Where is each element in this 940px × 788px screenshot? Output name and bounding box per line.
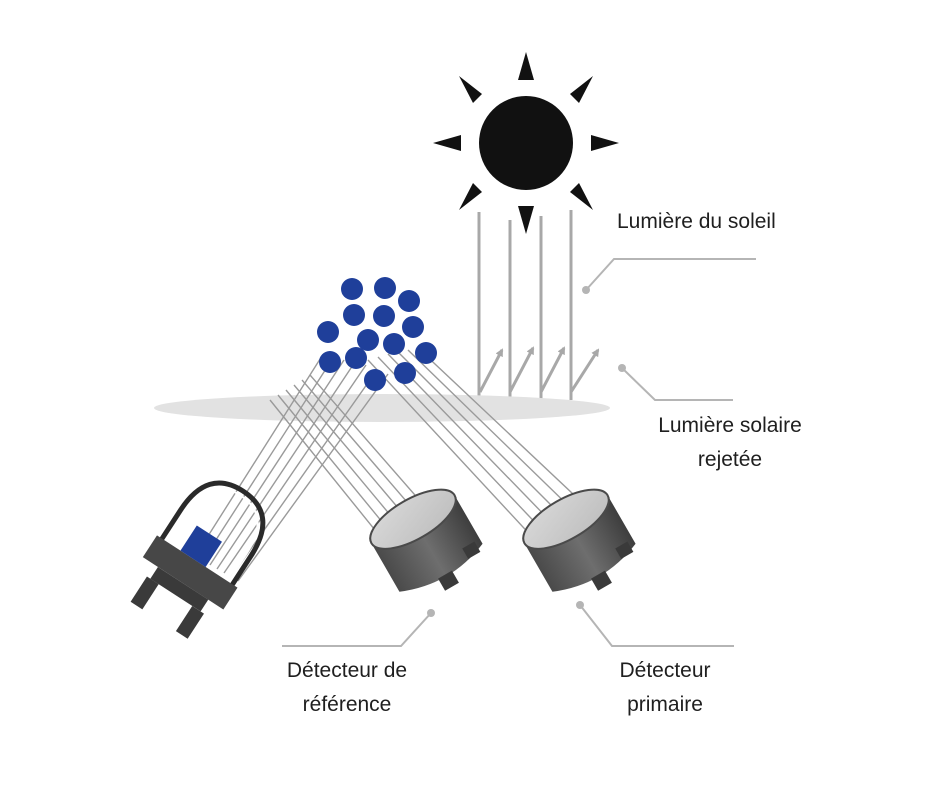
label-sunlight: Lumière du soleil — [617, 205, 776, 239]
particle — [374, 277, 396, 299]
particle-cluster — [317, 277, 437, 391]
emitted-beam — [195, 355, 389, 582]
particle — [343, 304, 365, 326]
rejected-rays — [478, 346, 600, 393]
label-primary-line1: Détecteur — [619, 659, 711, 682]
emitter-led-icon — [130, 480, 266, 639]
particle — [357, 329, 379, 351]
leader-primary — [579, 604, 734, 647]
particle — [402, 316, 424, 338]
primary-detector-icon — [522, 488, 636, 592]
reference-beam — [269, 374, 429, 541]
leader-dots — [427, 286, 626, 617]
label-primary-line2: primaire — [627, 693, 703, 716]
particle — [364, 369, 386, 391]
label-reference-detector: Détecteur de référence — [262, 654, 432, 722]
particle — [319, 351, 341, 373]
particle — [383, 333, 405, 355]
label-rejected-line2: rejetée — [697, 448, 763, 471]
primary-beam — [367, 347, 591, 541]
particle — [317, 321, 339, 343]
sunlight-rays — [477, 210, 573, 400]
label-sunlight-text: Lumière du soleil — [617, 210, 776, 233]
particle — [341, 278, 363, 300]
particle — [345, 347, 367, 369]
reference-detector-icon — [369, 488, 483, 592]
label-rejected-sunlight: Lumière solaire rejetée — [640, 409, 820, 477]
label-primary-detector: Détecteur primaire — [590, 654, 740, 722]
sensing-surface — [154, 394, 610, 422]
particle — [398, 290, 420, 312]
leader-sunlight — [585, 258, 756, 291]
particle — [415, 342, 437, 364]
leader-rejected — [621, 367, 733, 401]
leader-lines — [282, 258, 756, 647]
label-reference-line2: référence — [302, 693, 392, 716]
leader-reference — [282, 612, 432, 647]
label-rejected-line1: Lumière solaire — [658, 414, 802, 437]
particle — [373, 305, 395, 327]
label-reference-line1: Détecteur de — [286, 659, 408, 682]
sun-icon — [433, 52, 619, 234]
particle — [394, 362, 416, 384]
